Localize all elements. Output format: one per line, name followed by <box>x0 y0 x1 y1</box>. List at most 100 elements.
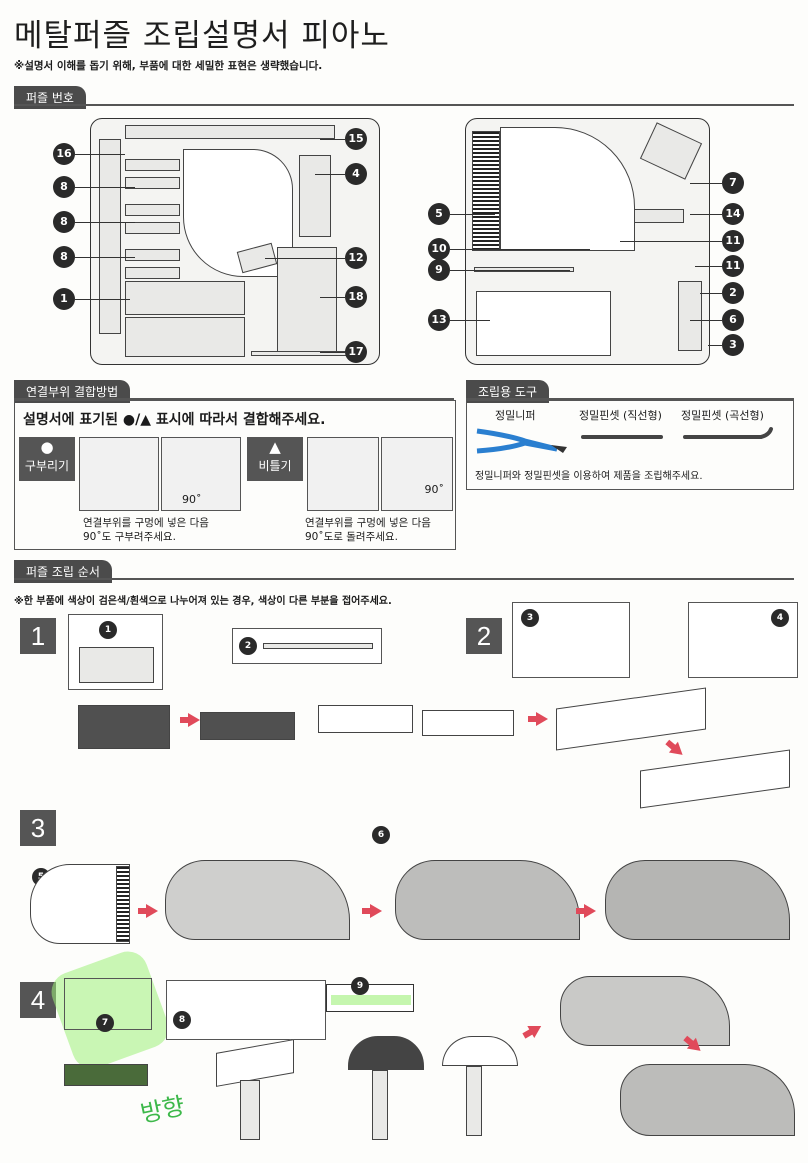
step-2-result <box>640 749 790 809</box>
part-number-bubble: 9 <box>428 259 450 281</box>
step-1-part-bubble: 1 <box>99 621 117 639</box>
section-divider <box>14 104 794 106</box>
bend-label: 구부리기 <box>24 459 70 473</box>
part-number-bubble: 6 <box>722 309 744 331</box>
leader-line <box>708 345 722 346</box>
part-8e <box>125 249 180 261</box>
step-1-result <box>422 710 514 736</box>
leader-line <box>75 154 125 155</box>
twist-symbol: ▲ <box>269 438 281 456</box>
part-number-bubble: 11 <box>722 255 744 277</box>
part-number-bubble: 16 <box>53 143 75 165</box>
step-4-part-bubble: 7 <box>96 1014 114 1032</box>
step-1-part2-bubble: 2 <box>239 637 257 655</box>
part-8a <box>125 159 180 171</box>
bend-caption-2: 90˚도 구부려주세요. <box>83 531 176 543</box>
step-arrow-icon <box>180 713 200 727</box>
header-note: ※설명서 이해를 돕기 위해, 부품에 대한 세밀한 표현은 생략했습니다. <box>14 60 323 72</box>
step-4-leg <box>372 1070 388 1140</box>
part-9 <box>474 267 574 272</box>
leader-line <box>320 139 345 140</box>
step-3-result <box>605 860 790 940</box>
part-number-bubble: 18 <box>345 286 367 308</box>
twist-caption-1: 연결부위를 구멍에 넣은 다음 <box>305 517 431 529</box>
bend-step-1-image <box>79 437 159 511</box>
step-1-number: 1 <box>20 618 56 654</box>
part-number-bubble: 17 <box>345 341 367 363</box>
leader-line <box>320 297 345 298</box>
step-2-part-bubble: 4 <box>771 609 789 627</box>
section-parts-label: 퍼즐 번호 <box>14 86 86 109</box>
part-16 <box>99 139 121 334</box>
bend-badge: ● 구부리기 <box>19 437 75 481</box>
part-5-keys <box>472 131 500 251</box>
twist-angle: 90˚ <box>424 483 445 496</box>
part-4 <box>299 155 331 237</box>
tools-caption: 정밀니퍼와 정밀핀셋을 이용하여 제품을 조립해주세요. <box>475 471 703 482</box>
step-1-assembled <box>318 705 413 733</box>
part-1b <box>125 317 245 357</box>
handwritten-note: 방향 <box>138 1091 188 1129</box>
leader-line <box>75 299 130 300</box>
twist-label: 비틀기 <box>258 459 292 473</box>
step-4-leg <box>240 1080 260 1140</box>
leader-line <box>450 249 590 250</box>
section-divider <box>14 578 794 580</box>
part-number-bubble: 10 <box>428 238 450 260</box>
tool-tweezer-curved-label: 정밀핀셋 (곡선형) <box>681 409 764 422</box>
part-number-bubble: 8 <box>53 211 75 233</box>
part-2 <box>678 281 702 351</box>
step-arrow-icon <box>138 904 158 918</box>
part-number-bubble: 15 <box>345 128 367 150</box>
leader-line <box>690 214 722 215</box>
step-1-part-progress <box>200 712 295 740</box>
step-3-part-5 <box>30 864 130 944</box>
bend-angle: 90˚ <box>182 493 202 506</box>
leader-line <box>690 183 722 184</box>
step-4-number: 4 <box>20 982 56 1018</box>
part-number-bubble: 14 <box>722 203 744 225</box>
step-3-lid-with-supports <box>165 860 350 940</box>
step-4-leg <box>466 1066 482 1136</box>
bend-symbol: ● <box>40 438 54 456</box>
step-4-final-piano <box>620 1064 795 1136</box>
part-7 <box>639 122 703 180</box>
bend-caption-1: 연결부위를 구멍에 넣은 다음 <box>83 517 209 529</box>
joining-panel: 설명서에 표기된 ●/▲ 표시에 따라서 결합해주세요. ● 구부리기 90˚ … <box>14 400 456 550</box>
step-1-part-1 <box>79 647 154 683</box>
leader-line <box>315 174 345 175</box>
twist-step-1-image <box>307 437 379 511</box>
step-arrow-icon <box>527 1019 545 1039</box>
step-arrow-icon <box>576 904 596 918</box>
part-15 <box>125 125 335 139</box>
step-4-part-7 <box>64 1064 148 1086</box>
tweezer-curved-icon <box>683 427 773 439</box>
leader-line <box>620 241 722 242</box>
step-4-body-top-white <box>442 1036 518 1066</box>
step-4-body-top <box>348 1036 424 1070</box>
step-2-detail-box-a: 3 <box>512 602 630 678</box>
part-8d <box>125 222 180 234</box>
page-title: 메탈퍼즐 조립설명서 피아노 <box>14 18 390 54</box>
step-3-body <box>395 860 580 940</box>
part-number-bubble: 12 <box>345 247 367 269</box>
leader-line <box>320 352 345 353</box>
section-tools-label: 조립용 도구 <box>466 380 550 403</box>
nipper-jaw-icon <box>551 445 567 453</box>
tool-tweezer-straight-label: 정밀핀셋 (직선형) <box>579 409 662 422</box>
part-8f <box>125 267 180 279</box>
part-8b <box>125 177 180 189</box>
leader-line <box>690 320 722 321</box>
step-4-part9-box: 9 <box>326 977 414 1012</box>
highlighter-mark <box>331 995 411 1005</box>
part-number-bubble: 3 <box>722 334 744 356</box>
part-5 <box>500 127 635 251</box>
step-4-part8-box: 8 <box>166 980 326 1040</box>
part-1 <box>125 281 245 315</box>
step-2-detail-box-b: 4 <box>688 602 798 678</box>
twist-caption-2: 90˚도로 돌려주세요. <box>305 531 398 543</box>
nipper-handle-icon <box>476 440 558 454</box>
step-3-part-bubble: 6 <box>372 826 390 844</box>
part-number-bubble: 2 <box>722 282 744 304</box>
twist-badge: ▲ 비틀기 <box>247 437 303 481</box>
